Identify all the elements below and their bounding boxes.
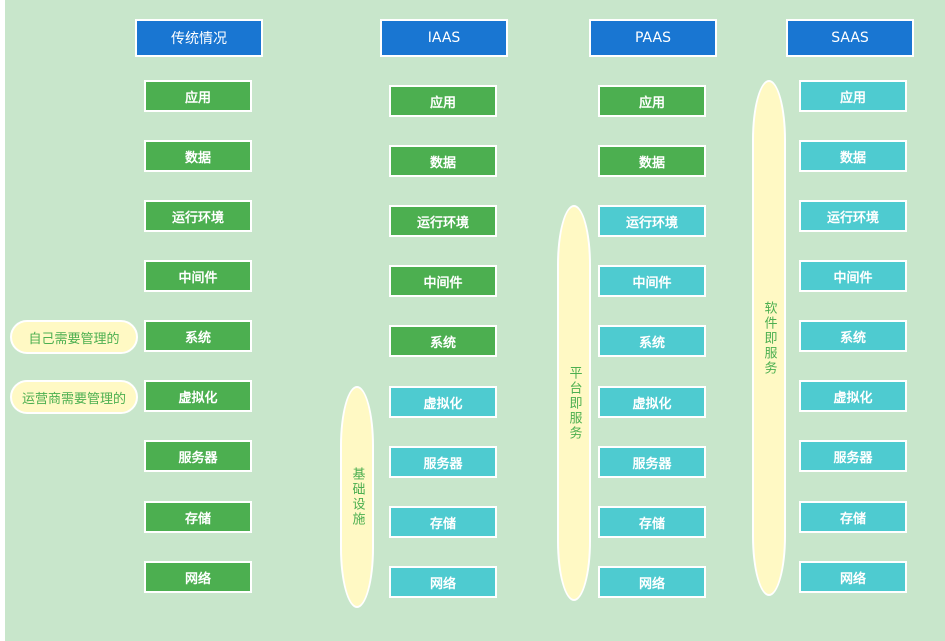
paas-layer-storage: 存储	[598, 506, 706, 538]
iaas-layer-os: 系统	[389, 325, 497, 357]
saas-layer-os: 系统	[799, 320, 907, 352]
label-provider-managed: 运营商需要管理的	[10, 380, 138, 414]
saas-layer-storage: 存储	[799, 501, 907, 533]
paas-layer-data: 数据	[598, 145, 706, 177]
saas-layer-network: 网络	[799, 561, 907, 593]
pill-paas: 平台即服务	[557, 205, 591, 601]
iaas-layer-network: 网络	[389, 566, 497, 598]
iaas-layer-application: 应用	[389, 85, 497, 117]
traditional-layer-application: 应用	[144, 80, 252, 112]
label-self-managed: 自己需要管理的	[10, 320, 138, 354]
iaas-layer-data: 数据	[389, 145, 497, 177]
header-traditional: 传统情况	[135, 19, 263, 57]
paas-layer-runtime: 运行环境	[598, 205, 706, 237]
saas-layer-servers: 服务器	[799, 440, 907, 472]
paas-layer-middleware: 中间件	[598, 265, 706, 297]
traditional-layer-storage: 存储	[144, 501, 252, 533]
pill-saas: 软件即服务	[752, 80, 786, 596]
traditional-layer-virtualization: 虚拟化	[144, 380, 252, 412]
pill-saas-label: 软件即服务	[761, 300, 777, 376]
saas-layer-middleware: 中间件	[799, 260, 907, 292]
traditional-layer-network: 网络	[144, 561, 252, 593]
iaas-layer-storage: 存储	[389, 506, 497, 538]
paas-layer-virtualization: 虚拟化	[598, 386, 706, 418]
iaas-layer-middleware: 中间件	[389, 265, 497, 297]
traditional-layer-middleware: 中间件	[144, 260, 252, 292]
traditional-layer-servers: 服务器	[144, 440, 252, 472]
paas-layer-servers: 服务器	[598, 446, 706, 478]
pill-iaas-label: 基础设施	[349, 467, 365, 527]
saas-layer-application: 应用	[799, 80, 907, 112]
iaas-layer-runtime: 运行环境	[389, 205, 497, 237]
saas-layer-data: 数据	[799, 140, 907, 172]
left-edge-strip	[0, 0, 5, 641]
traditional-layer-os: 系统	[144, 320, 252, 352]
iaas-layer-virtualization: 虚拟化	[389, 386, 497, 418]
header-paas: PAAS	[589, 19, 717, 57]
paas-layer-os: 系统	[598, 325, 706, 357]
header-iaas: IAAS	[380, 19, 508, 57]
traditional-layer-data: 数据	[144, 140, 252, 172]
pill-paas-label: 平台即服务	[566, 365, 582, 441]
saas-layer-virtualization: 虚拟化	[799, 380, 907, 412]
traditional-layer-runtime: 运行环境	[144, 200, 252, 232]
saas-layer-runtime: 运行环境	[799, 200, 907, 232]
paas-layer-application: 应用	[598, 85, 706, 117]
header-saas: SAAS	[786, 19, 914, 57]
pill-iaas: 基础设施	[340, 386, 374, 608]
iaas-layer-servers: 服务器	[389, 446, 497, 478]
paas-layer-network: 网络	[598, 566, 706, 598]
